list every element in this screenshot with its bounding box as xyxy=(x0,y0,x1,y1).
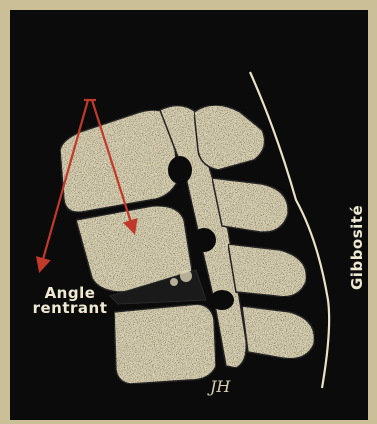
foramen-1 xyxy=(168,156,192,184)
angle-label-line2: rentrant xyxy=(20,301,120,316)
gibbosite-label: Gibbosité xyxy=(350,205,365,290)
vertebral-body-lower xyxy=(114,304,216,384)
foramen-2 xyxy=(192,228,216,252)
foramen-3 xyxy=(210,290,234,310)
angle-rentrant-label: Angle rentrant xyxy=(20,286,120,316)
artist-monogram: JH xyxy=(207,377,231,396)
